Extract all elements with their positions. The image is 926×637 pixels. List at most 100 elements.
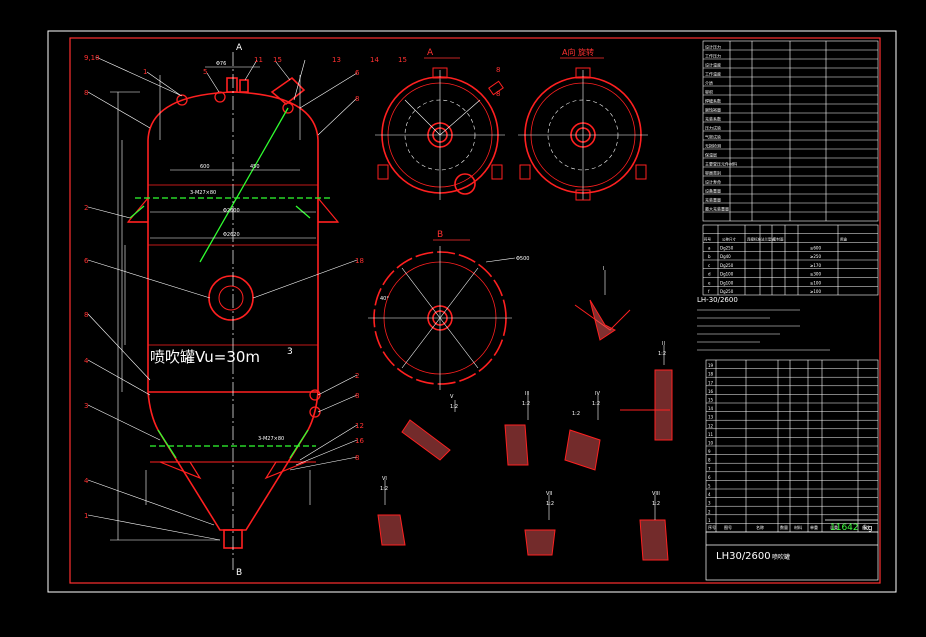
tech-table-cell: 充装系数	[705, 116, 721, 122]
tech-table-cell: 容器类别	[705, 170, 721, 176]
tech-table-cell: 气密试验	[705, 134, 721, 140]
detail-scale: IV	[595, 391, 600, 397]
nozzle-table-cell: ≥600	[810, 245, 821, 250]
balloon-label: 4	[84, 477, 89, 485]
balloon-label: 2	[84, 204, 88, 212]
parts-table-rows: 19181716151413121110987654321序号图号名称数量材料单…	[706, 363, 878, 530]
dim-text: 3-M27×80	[190, 190, 216, 196]
balloon-label: 8	[496, 90, 500, 98]
balloon-label: 8	[84, 89, 88, 97]
balloon-label: 5	[203, 68, 207, 76]
title-block	[705, 519, 879, 581]
nozzle-table-cell: ≥100	[810, 289, 821, 294]
tech-table-cell: 压力试验	[705, 125, 721, 131]
parts-table-cell: 14	[708, 406, 714, 411]
tech-table-cell: 无损检测	[705, 143, 721, 149]
parts-table-header: 序号	[708, 524, 716, 530]
parts-table-header: 材料	[794, 524, 802, 530]
parts-table-cell: 8	[708, 458, 711, 463]
parts-table-cell: 19	[708, 363, 714, 368]
bottom-view-title: B	[437, 230, 443, 240]
dim-text: Φ2620	[223, 232, 240, 238]
balloon-label: 8	[355, 95, 359, 103]
detail-scale: V	[450, 394, 454, 400]
tech-table-cell: 设计寿命	[705, 179, 721, 185]
parts-table-cell: 15	[708, 398, 714, 403]
detail-hatch-lines	[384, 270, 665, 520]
parts-table-cell: 18	[708, 372, 714, 377]
nozzle-table-header: 法兰型式	[761, 237, 775, 242]
parts-table-cell: 4	[708, 492, 711, 497]
nozzle-table-cell: Dg250	[720, 245, 734, 250]
bottom-view-b: B Φ500 40°	[368, 230, 529, 390]
nozzle-table-header: 用途	[840, 237, 848, 242]
nozzle-table-cell: a	[708, 245, 711, 250]
balloon-label: 1	[143, 68, 147, 76]
detail-scale-labels: I II 1:2 III 1:2 IV 1:2 V 1:2 VI 1:2 VII…	[380, 266, 666, 507]
total-weight: 11642	[830, 523, 859, 533]
balloon-label: 6	[355, 69, 360, 77]
detail-scale: 1:2	[652, 501, 660, 507]
parts-table-cell: 13	[708, 415, 714, 420]
parts-table-cell: 9	[708, 449, 711, 454]
tech-table-cell: 最大充装重量	[705, 206, 729, 212]
inner-border	[69, 37, 881, 584]
nozzle-table-cell: ≥100	[810, 280, 821, 285]
top-view-a: A 14 15 8 8	[370, 48, 505, 200]
nozzle-table-header: 连接标准	[747, 237, 761, 242]
parts-table-cell: 12	[708, 423, 714, 428]
nozzle-table-cell: ≥250	[810, 254, 821, 259]
parts-table-cell: 5	[708, 484, 711, 489]
elevation-dimension-texts: Φ76 Φ2600 Φ2620 3-M27×80 3-M27×80 600 45…	[190, 61, 284, 442]
dim-text: 600	[200, 164, 210, 170]
tech-table-cell: 充装重量	[705, 197, 721, 203]
detail-scale: 1:2	[572, 411, 580, 417]
rotated-view-a: A向 旋转	[518, 47, 648, 201]
dim-text: Φ76	[216, 61, 226, 67]
balloon-label: 15	[273, 56, 282, 64]
detail-scale: VI	[382, 476, 387, 482]
parts-table-header: 数量	[780, 524, 788, 530]
title-block-name: LH30/2600	[716, 551, 771, 562]
parts-table-cell: 3	[708, 501, 711, 506]
vessel-label-superscript: 3	[287, 347, 293, 357]
parts-table-header: 备注	[862, 524, 870, 530]
tech-table-cell: 设计压力	[705, 44, 721, 50]
elevation-dimensions	[87, 56, 358, 541]
tech-table-cell: 工作压力	[705, 53, 721, 59]
tech-table-cell: 工作温度	[705, 71, 721, 77]
detail-scale: II	[662, 341, 665, 347]
dim-text: 40°	[380, 296, 389, 302]
detail-scale: 1:2	[546, 501, 554, 507]
outer-border	[47, 30, 897, 593]
tech-table-cell: 设备重量	[705, 188, 721, 194]
detail-scale: I	[603, 266, 604, 272]
nozzle-table-cell: e	[708, 280, 711, 285]
parts-table-header: 总重	[830, 524, 838, 530]
nozzle-table-cell: ≥300	[810, 272, 821, 277]
dim-text: 3-M27×80	[258, 436, 284, 442]
parts-table-cell: 2	[708, 509, 711, 514]
title-block-suffix: 喷吹罐	[772, 553, 790, 561]
nozzle-table-header: 公称尺寸	[722, 237, 736, 242]
vessel-label: 喷吹罐Vu=30m	[150, 348, 260, 366]
tech-table-cell: 焊缝系数	[705, 98, 721, 104]
detail-scale: 1:2	[380, 486, 388, 492]
technical-notes: LH-30/2600	[697, 296, 830, 351]
nozzle-table-cell: Dg40	[720, 254, 731, 259]
tech-table-cell: 腐蚀裕量	[705, 107, 721, 113]
parts-table-cell: 11	[708, 432, 714, 437]
tech-table-cell: 主要受压元件材料	[705, 161, 737, 167]
nozzle-table-cell: Dg100	[720, 280, 734, 285]
dim-text: Φ2600	[223, 208, 240, 214]
tech-table-cell: 介质	[705, 80, 713, 86]
balloon-label: 2	[355, 372, 359, 380]
detail-scale: 1:2	[592, 401, 600, 407]
detail-scale: III	[525, 391, 529, 397]
green-reference-lines	[129, 107, 332, 459]
parts-table-header: 图号	[724, 524, 732, 530]
nozzle-table-cell: c	[708, 263, 710, 268]
nozzle-table-cell: b	[708, 254, 711, 259]
balloon-label: 12	[355, 422, 364, 430]
